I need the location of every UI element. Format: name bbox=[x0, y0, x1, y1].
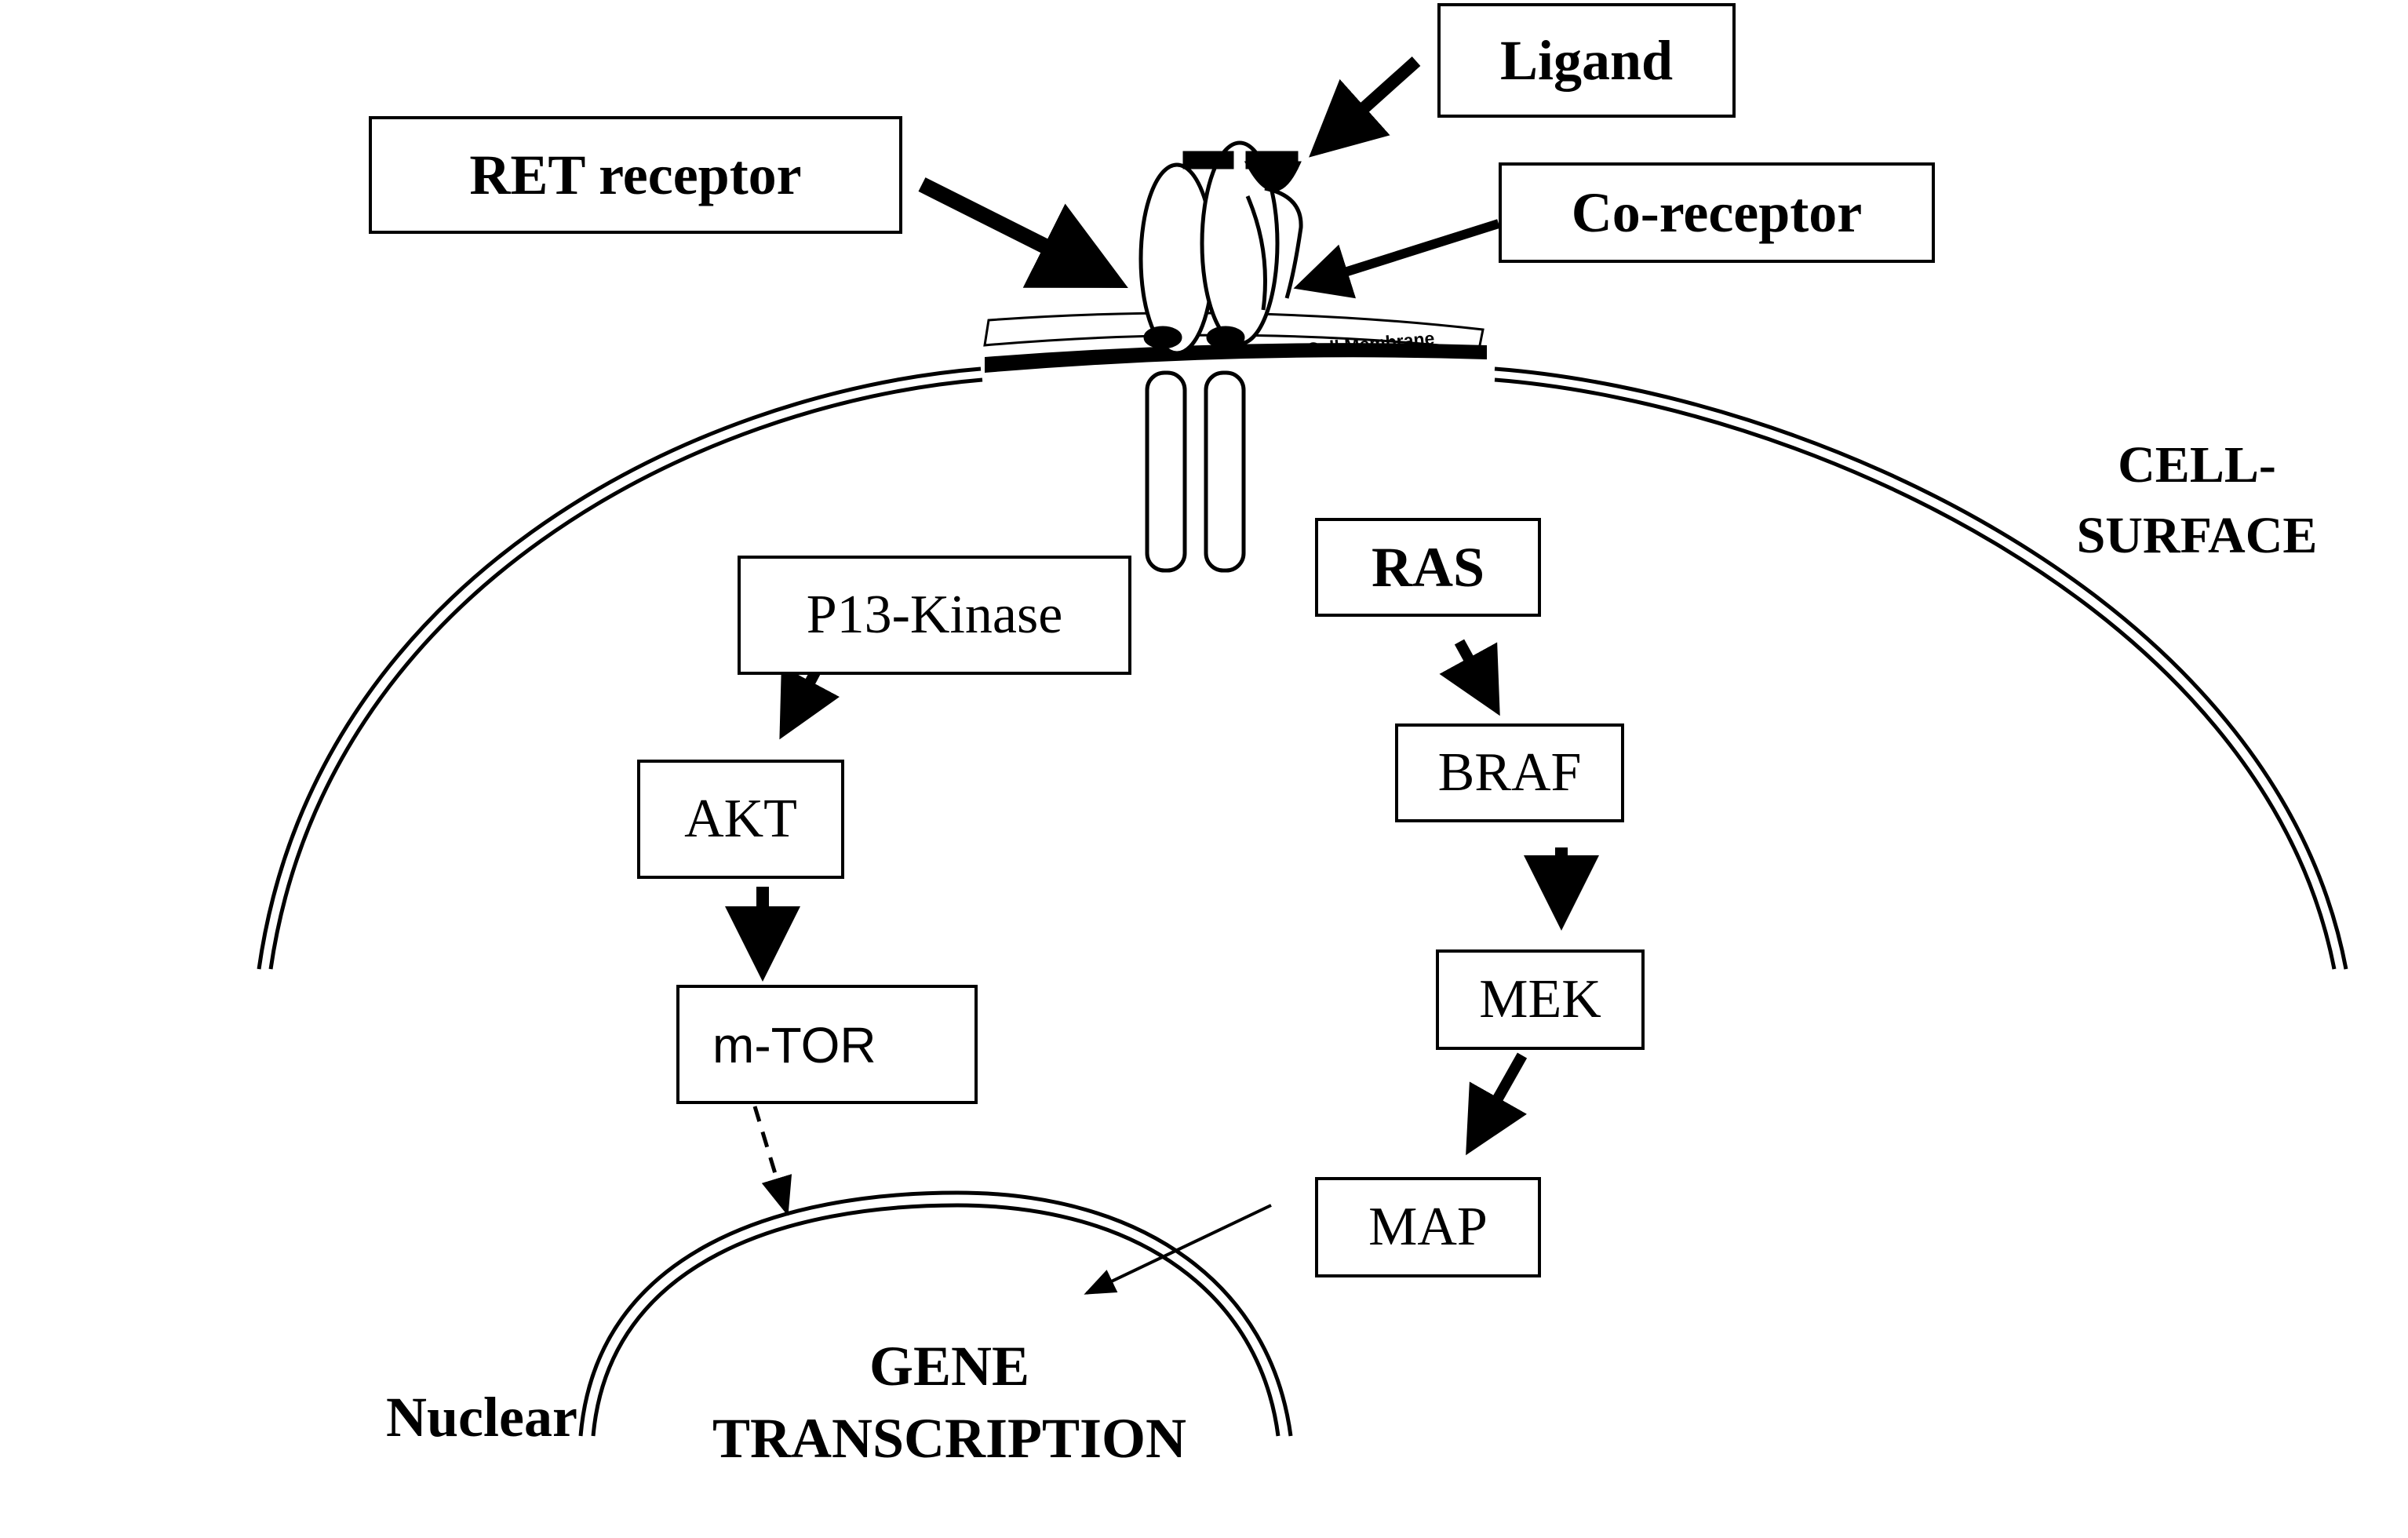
mtor-node: m-TOR bbox=[676, 985, 978, 1104]
pointer-arrows bbox=[918, 56, 1500, 299]
ras-node: RAS bbox=[1315, 518, 1541, 617]
pi3k-node: P13-Kinase bbox=[738, 556, 1131, 675]
co-receptor-pointer-arrow bbox=[1293, 219, 1500, 299]
ret-receptor-complex-icon bbox=[1138, 140, 1303, 355]
map-node: MAP bbox=[1315, 1177, 1541, 1277]
co-receptor-box: Co-receptor bbox=[1499, 162, 1935, 263]
map-label: MAP bbox=[1368, 1197, 1488, 1257]
mek-label: MEK bbox=[1479, 969, 1601, 1030]
gene-label-line1: GENE bbox=[869, 1335, 1030, 1398]
mtor-label: m-TOR bbox=[712, 1017, 876, 1073]
nuclear-label: Nuclear bbox=[386, 1386, 577, 1449]
ligand-box: Ligand bbox=[1437, 3, 1736, 118]
ret-receptor-box: RET receptor bbox=[369, 116, 902, 234]
ligand-pointer-arrow bbox=[1309, 56, 1421, 158]
akt-node: AKT bbox=[637, 760, 844, 879]
co-receptor-label: Co-receptor bbox=[1571, 180, 1863, 244]
cell-surface-label: CELL- SURFACE bbox=[2052, 430, 2342, 571]
cell-surface-outline bbox=[257, 366, 2348, 970]
braf-label: BRAF bbox=[1437, 742, 1582, 803]
gene-label-line2: TRANSCRIPTION bbox=[712, 1407, 1187, 1470]
ligand-label: Ligand bbox=[1499, 28, 1674, 92]
nuclear-envelope bbox=[578, 1190, 1293, 1437]
cell-surface-line2: SURFACE bbox=[2076, 507, 2318, 564]
mek-to-map-arrow bbox=[1466, 1052, 1528, 1156]
ret-pointer-arrow bbox=[918, 177, 1128, 288]
ras-label: RAS bbox=[1371, 535, 1485, 599]
mek-node: MEK bbox=[1436, 949, 1645, 1050]
mtor-to-nucleus-dashed-arrow bbox=[752, 1106, 792, 1216]
map-to-nucleus-arrow bbox=[1084, 1204, 1272, 1295]
gene-transcription-label: GENE TRANSCRIPTION bbox=[675, 1330, 1224, 1474]
ret-receptor-label: RET receptor bbox=[469, 143, 802, 206]
cell-surface-line1: CELL- bbox=[2118, 436, 2276, 494]
pi3k-label: P13-Kinase bbox=[806, 585, 1063, 645]
braf-node: BRAF bbox=[1395, 723, 1624, 822]
akt-label: AKT bbox=[684, 789, 797, 849]
ras-to-braf-arrow bbox=[1439, 639, 1500, 716]
receptor-transmembrane-tails bbox=[1145, 370, 1246, 573]
